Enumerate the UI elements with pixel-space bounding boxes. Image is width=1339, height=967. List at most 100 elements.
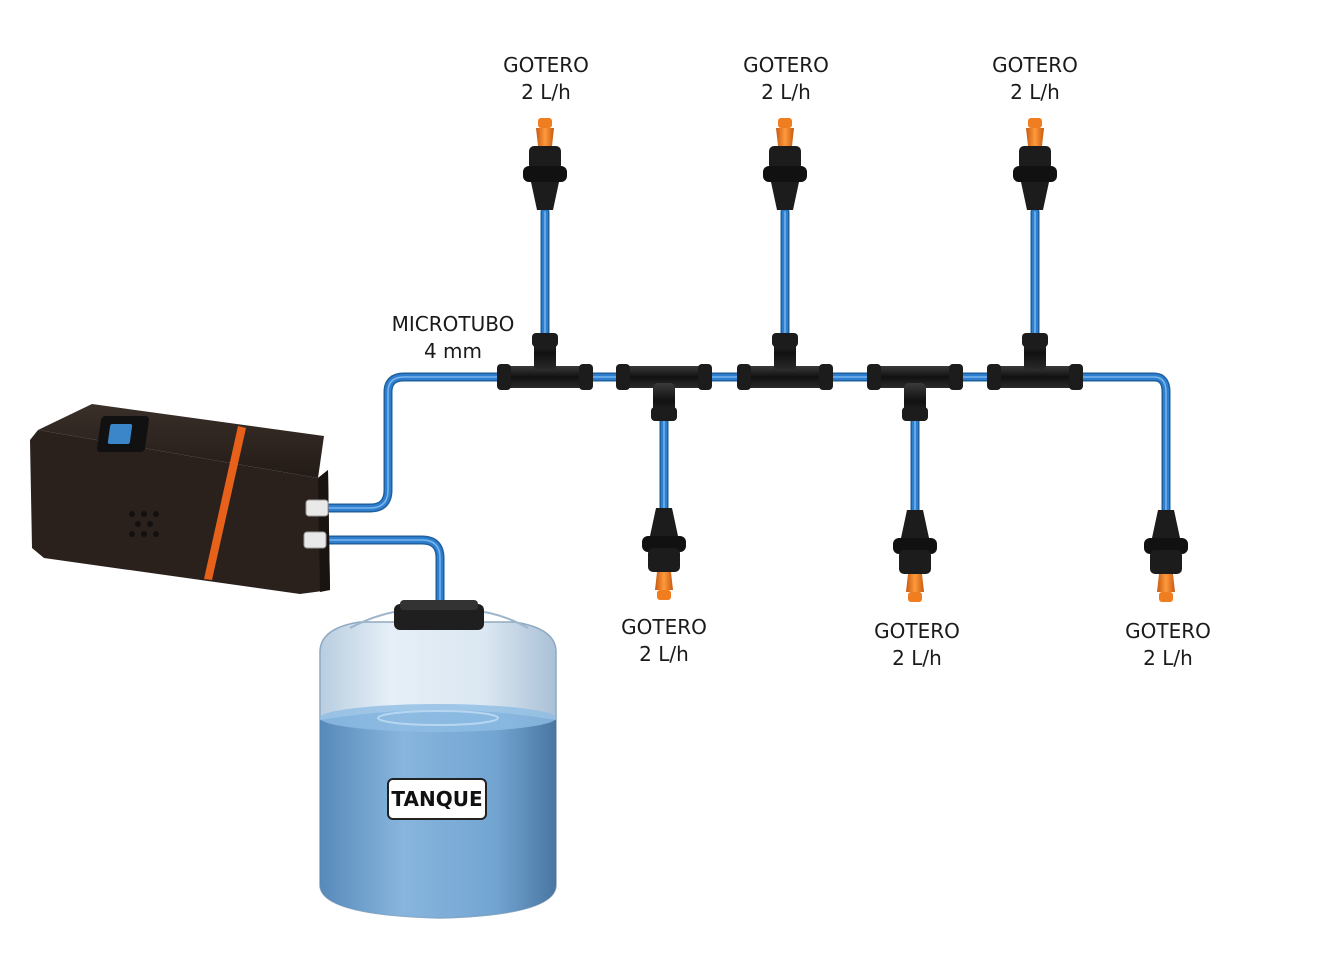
dripper-orange-body xyxy=(536,128,554,146)
dripper-label-top-2: GOTERO 2 L/h xyxy=(716,52,856,106)
dripper-barb xyxy=(650,508,678,536)
dripper-top-1 xyxy=(523,118,567,210)
dripper-flange xyxy=(1013,166,1057,182)
dripper-tip xyxy=(778,118,792,128)
tee-nut-left xyxy=(737,364,751,390)
dripper-bottom-3 xyxy=(1144,510,1188,602)
dripper-orange-body xyxy=(655,572,673,590)
dripper-cap xyxy=(1150,550,1182,574)
dripper-flange xyxy=(523,166,567,182)
tee-fitting-2 xyxy=(616,364,712,421)
dripper-label-name: GOTERO xyxy=(874,619,960,643)
microtube-label-name: MICROTUBO xyxy=(391,312,515,336)
dripper-cap xyxy=(769,146,801,170)
suction-tube-highlight xyxy=(325,539,441,605)
tee-nut-branch xyxy=(651,407,677,421)
tee-nut-left xyxy=(497,364,511,390)
dripper-cap xyxy=(529,146,561,170)
tee-nut-right xyxy=(949,364,963,390)
dripper-top-3 xyxy=(1013,118,1057,210)
dripper-label-name: GOTERO xyxy=(1125,619,1211,643)
tank-cap-top xyxy=(400,600,478,610)
main-tube-outline xyxy=(323,372,1171,520)
dripper-orange-body xyxy=(776,128,794,146)
tee-run xyxy=(739,366,831,388)
dripper-label-name: GOTERO xyxy=(992,53,1078,77)
dripper-label-bottom-3: GOTERO 2 L/h xyxy=(1098,618,1238,672)
dripper-tip xyxy=(1028,118,1042,128)
suction-tube xyxy=(323,537,443,607)
dripper-barb xyxy=(1021,182,1049,210)
tee-fitting-4 xyxy=(867,364,963,421)
dripper-label-name: GOTERO xyxy=(503,53,589,77)
dripper-label-top-3: GOTERO 2 L/h xyxy=(965,52,1105,106)
tee-fitting-3 xyxy=(737,333,833,390)
dripper-label-name: GOTERO xyxy=(743,53,829,77)
tee-nut-branch xyxy=(772,333,798,347)
dripper-barb xyxy=(771,182,799,210)
pump xyxy=(30,404,330,594)
main-tube-highlight xyxy=(327,376,1167,516)
tee-nut-left xyxy=(616,364,630,390)
dripper-tip xyxy=(908,592,922,602)
microtube-lines xyxy=(321,207,1171,609)
tank-water-surface xyxy=(320,704,556,732)
pump-side-face xyxy=(318,470,330,592)
tee-nut-left xyxy=(867,364,881,390)
suction-tube-outline xyxy=(321,535,445,609)
tee-fitting-1 xyxy=(497,333,593,390)
dripper-top-2 xyxy=(763,118,807,210)
tee-run xyxy=(869,366,961,388)
dripper-label-flow: 2 L/h xyxy=(639,642,689,666)
dripper-barb xyxy=(901,510,929,538)
tank-water-ripple xyxy=(377,710,499,726)
tee-nut-right xyxy=(579,364,593,390)
dripper-cap xyxy=(648,548,680,572)
main-tube xyxy=(325,374,1169,518)
dripper-tip xyxy=(657,590,671,600)
pump-vent-grille xyxy=(129,511,159,537)
pump-outlet-port xyxy=(305,499,329,517)
tee-nut-branch xyxy=(1022,333,1048,347)
dripper-label-bottom-1: GOTERO 2 L/h xyxy=(594,614,734,668)
tee-nut-right xyxy=(698,364,712,390)
tee-run xyxy=(989,366,1081,388)
dripper-label-name: GOTERO xyxy=(621,615,707,639)
pump-front-face xyxy=(30,430,330,594)
tee-nut-branch xyxy=(532,333,558,347)
tee-nut-branch xyxy=(902,407,928,421)
pump-display-screen xyxy=(107,424,133,444)
dripper-flange xyxy=(763,166,807,182)
dripper-cap xyxy=(899,550,931,574)
microtube-label: MICROTUBO 4 mm xyxy=(383,311,523,365)
dripper-label-top-1: GOTERO 2 L/h xyxy=(476,52,616,106)
dripper-label-flow: 2 L/h xyxy=(761,80,811,104)
water-tank xyxy=(319,600,557,919)
tee-nut-right xyxy=(819,364,833,390)
fittings xyxy=(497,118,1188,602)
dripper-label-bottom-2: GOTERO 2 L/h xyxy=(847,618,987,672)
dripper-bottom-2 xyxy=(893,510,937,602)
dripper-label-flow: 2 L/h xyxy=(521,80,571,104)
dripper-label-flow: 2 L/h xyxy=(1010,80,1060,104)
dripper-label-flow: 2 L/h xyxy=(892,646,942,670)
dripper-orange-body xyxy=(906,574,924,592)
dripper-cap xyxy=(1019,146,1051,170)
tank-label: TANQUE xyxy=(387,778,487,820)
tee-run xyxy=(618,366,710,388)
dripper-label-flow: 2 L/h xyxy=(1143,646,1193,670)
tee-nut-right xyxy=(1069,364,1083,390)
dripper-orange-body xyxy=(1157,574,1175,592)
pump-stripe xyxy=(204,426,246,580)
dripper-orange-body xyxy=(1026,128,1044,146)
pump-inlet-port xyxy=(303,531,327,549)
tee-fitting-5 xyxy=(987,333,1083,390)
tank-cap xyxy=(394,604,484,630)
dripper-tip xyxy=(538,118,552,128)
dripper-bottom-1 xyxy=(642,508,686,600)
tee-run xyxy=(499,366,591,388)
dripper-barb xyxy=(1152,510,1180,538)
microtube-label-size: 4 mm xyxy=(423,339,483,363)
